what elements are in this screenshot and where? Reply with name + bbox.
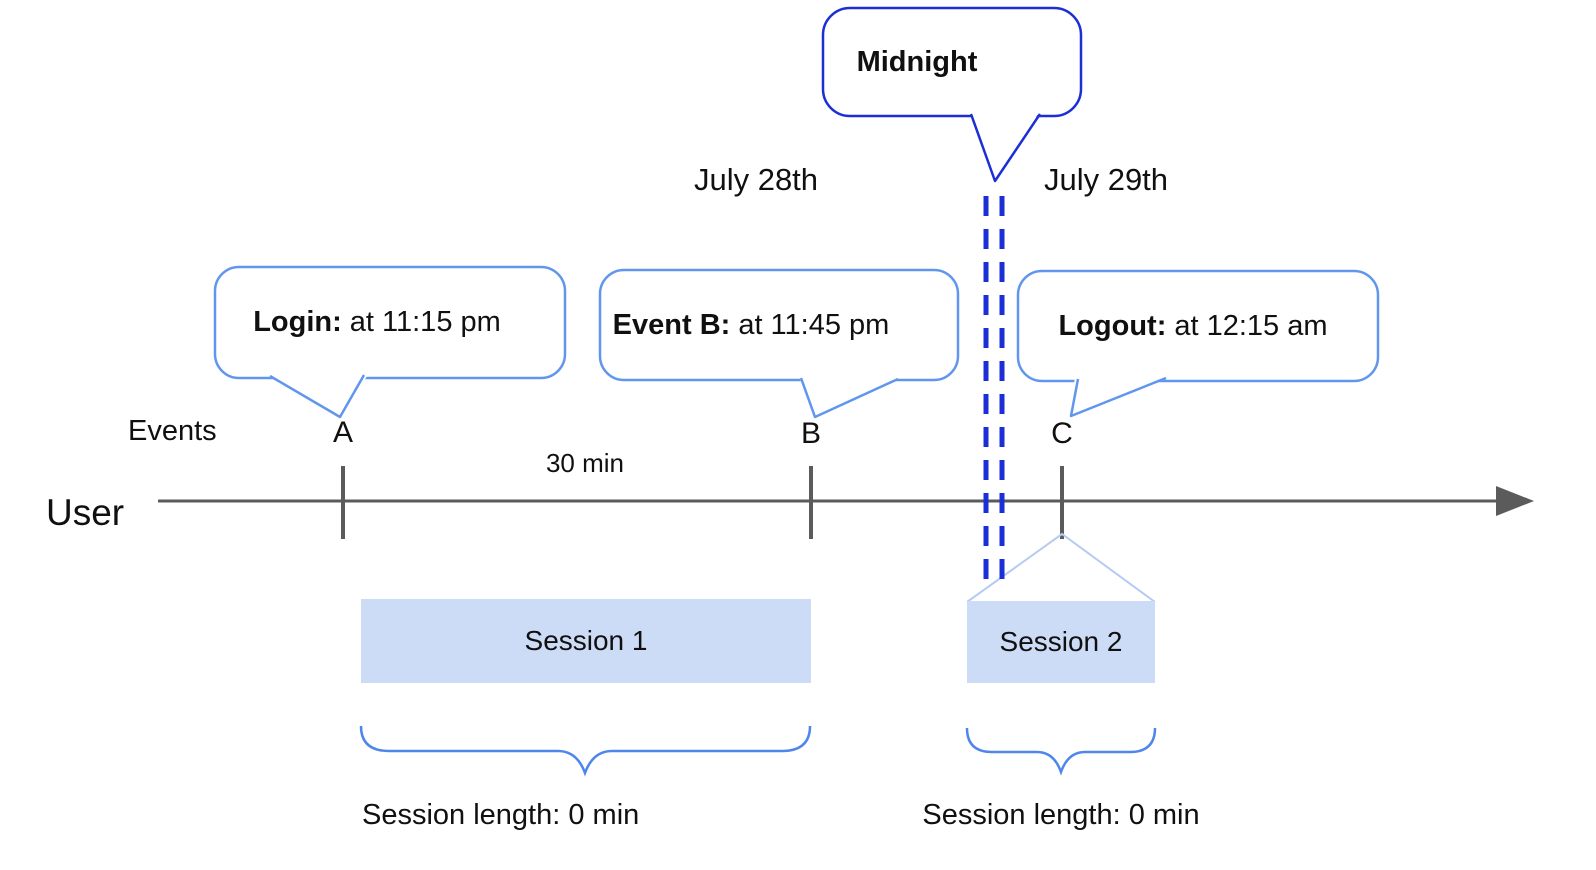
- user-row-label: User: [46, 492, 125, 533]
- session-1-length-label: Session length: 0 min: [362, 799, 640, 831]
- timeline-arrowhead-icon: [1496, 486, 1534, 516]
- midnight-callout-bubble: [821, 6, 1083, 118]
- logout-label: Logout:: [1058, 309, 1167, 342]
- login-time: at 11:15 pm: [349, 306, 501, 338]
- midnight-callout-tail: [971, 111, 1040, 181]
- session-2-brace: [965, 727, 1157, 776]
- midnight-callout-text: Midnight: [823, 8, 1081, 116]
- logout-callout-bubble: [1016, 269, 1380, 383]
- midnight-callout-tail-outline: [969, 113, 1042, 183]
- event-b-callout-tail: [798, 374, 902, 418]
- login-label: Login:: [253, 306, 342, 338]
- event-marker-b: B: [800, 417, 822, 450]
- event-b-callout-tail-outline: [799, 377, 899, 419]
- logout-time: at 12:15 am: [1174, 309, 1328, 342]
- logout-callout-text: Logout:at 12:15 am: [1018, 271, 1378, 381]
- session-2-funnel: [966, 532, 1156, 603]
- event-b-callout-bubble: [598, 268, 960, 382]
- session-2-name: Session 2: [999, 626, 1123, 657]
- event-b-callout-text: Event B:at 11:45 pm: [600, 270, 958, 380]
- login-callout-bubble: [213, 265, 567, 380]
- session-2-length-label: Session length: 0 min: [922, 799, 1200, 831]
- login-callout-text: Login:at 11:15 pm: [215, 267, 565, 378]
- event-b-label: Event B:: [612, 308, 731, 341]
- date-label-july-28: July 28th: [693, 162, 819, 197]
- login-callout-tail: [267, 373, 369, 418]
- event-marker-c: C: [1051, 417, 1073, 450]
- session-2-bar: Session 2: [967, 601, 1155, 683]
- interval-30min-label: 30 min: [545, 448, 625, 478]
- session-1-brace: [359, 725, 812, 777]
- session-1-name: Session 1: [524, 625, 648, 656]
- event-marker-a: A: [332, 416, 354, 449]
- events-row-label: Events: [128, 415, 217, 447]
- event-b-time: at 11:45 pm: [738, 308, 890, 341]
- login-callout-tail-outline: [269, 374, 366, 419]
- date-label-july-29: July 29th: [1043, 162, 1169, 197]
- session-1-bar: Session 1: [361, 599, 811, 683]
- midnight-label: Midnight: [856, 45, 978, 78]
- logout-callout-tail-outline: [1069, 376, 1167, 418]
